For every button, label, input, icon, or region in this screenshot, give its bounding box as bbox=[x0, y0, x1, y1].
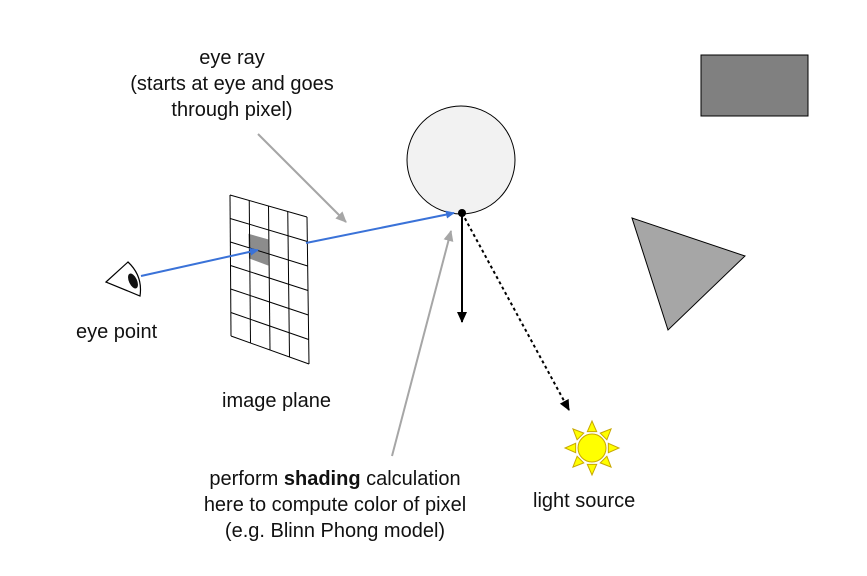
eye-ray-label-line-3: through pixel) bbox=[171, 99, 293, 121]
eye-point-label: eye point bbox=[76, 321, 158, 343]
eye-ray-callout-arrow bbox=[257, 133, 347, 223]
sun-ray bbox=[572, 455, 585, 468]
shading-label-bold: shading bbox=[283, 468, 361, 490]
shading-callout-arrow bbox=[391, 230, 454, 457]
sun-ray bbox=[607, 442, 621, 454]
eye-ray-label-line-1: eye ray bbox=[199, 47, 265, 69]
grid-line-horizontal bbox=[230, 312, 309, 340]
grid-line-horizontal bbox=[229, 194, 308, 218]
grid-line-horizontal bbox=[230, 265, 309, 291]
shading-label-line-2: here to compute color of pixel bbox=[203, 494, 467, 516]
sun-ray bbox=[586, 419, 598, 433]
eye-ray-segment-1 bbox=[140, 247, 259, 277]
sun-disc bbox=[577, 433, 607, 463]
eye-ray-label: eye ray (starts at eye and goes through … bbox=[72, 45, 392, 123]
highlighted-pixel bbox=[248, 233, 269, 266]
sun-ray bbox=[599, 428, 612, 441]
shading-label-line-1: perform shading calculation bbox=[170, 466, 500, 492]
eye-ray-label-line-2: (starts at eye and goes bbox=[130, 73, 334, 95]
grid-line-horizontal bbox=[230, 241, 308, 267]
triangle-object bbox=[631, 217, 746, 331]
shading-label-post: calculation bbox=[360, 468, 461, 490]
sun-ray bbox=[563, 442, 577, 454]
shadow-ray bbox=[461, 212, 570, 411]
eye-ray-segment-2 bbox=[305, 210, 455, 244]
shading-label-line-3: (e.g. Blinn Phong model) bbox=[224, 520, 446, 542]
grid-line-horizontal bbox=[230, 335, 310, 365]
grid-line-horizontal bbox=[230, 288, 309, 316]
sun-ray bbox=[586, 463, 598, 477]
eye-icon bbox=[104, 261, 142, 297]
sun-ray bbox=[572, 428, 585, 441]
shading-label: perform shading calculation here to comp… bbox=[170, 466, 500, 544]
grid-line-horizontal bbox=[230, 218, 308, 242]
image-plane-label: image plane bbox=[222, 390, 331, 412]
sphere-object bbox=[406, 105, 516, 215]
light-source-label: light source bbox=[533, 490, 636, 512]
shading-label-pre: perform bbox=[209, 468, 284, 490]
image-plane-grid bbox=[229, 194, 310, 365]
sun-ray bbox=[599, 455, 612, 468]
rectangle-object bbox=[700, 54, 809, 117]
sun-icon bbox=[563, 419, 621, 477]
